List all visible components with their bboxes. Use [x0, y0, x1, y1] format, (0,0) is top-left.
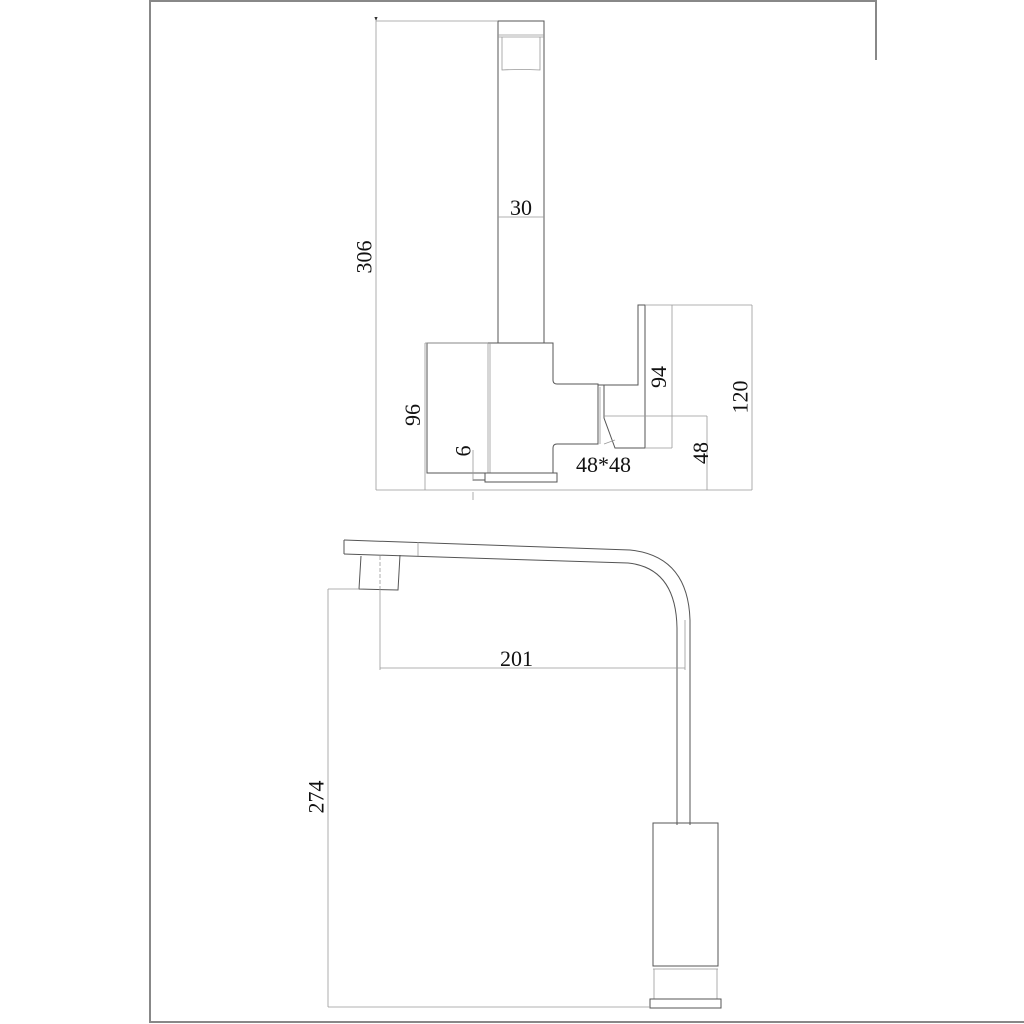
front-view-dimensions: [374, 17, 753, 500]
side-view: [343, 539, 722, 1009]
dim-handle-total-height: 120: [727, 380, 753, 414]
front-view: [426, 20, 707, 483]
dim-spout-reach: 201: [500, 646, 533, 671]
dim-spout-height: 274: [303, 780, 329, 814]
dim-total-height: 306: [351, 240, 377, 274]
dim-base-plate-height: 6: [450, 445, 476, 457]
dim-spout-width: 30: [510, 195, 532, 220]
dim-base-size: 48*48: [576, 452, 631, 477]
side-view-dimensions: [327, 588, 686, 1008]
dim-body-height: 96: [400, 404, 425, 426]
dim-handle-base-height: 48: [688, 442, 713, 464]
dim-handle-height: 94: [646, 366, 671, 388]
drawing-frame: [149, 0, 1024, 1023]
